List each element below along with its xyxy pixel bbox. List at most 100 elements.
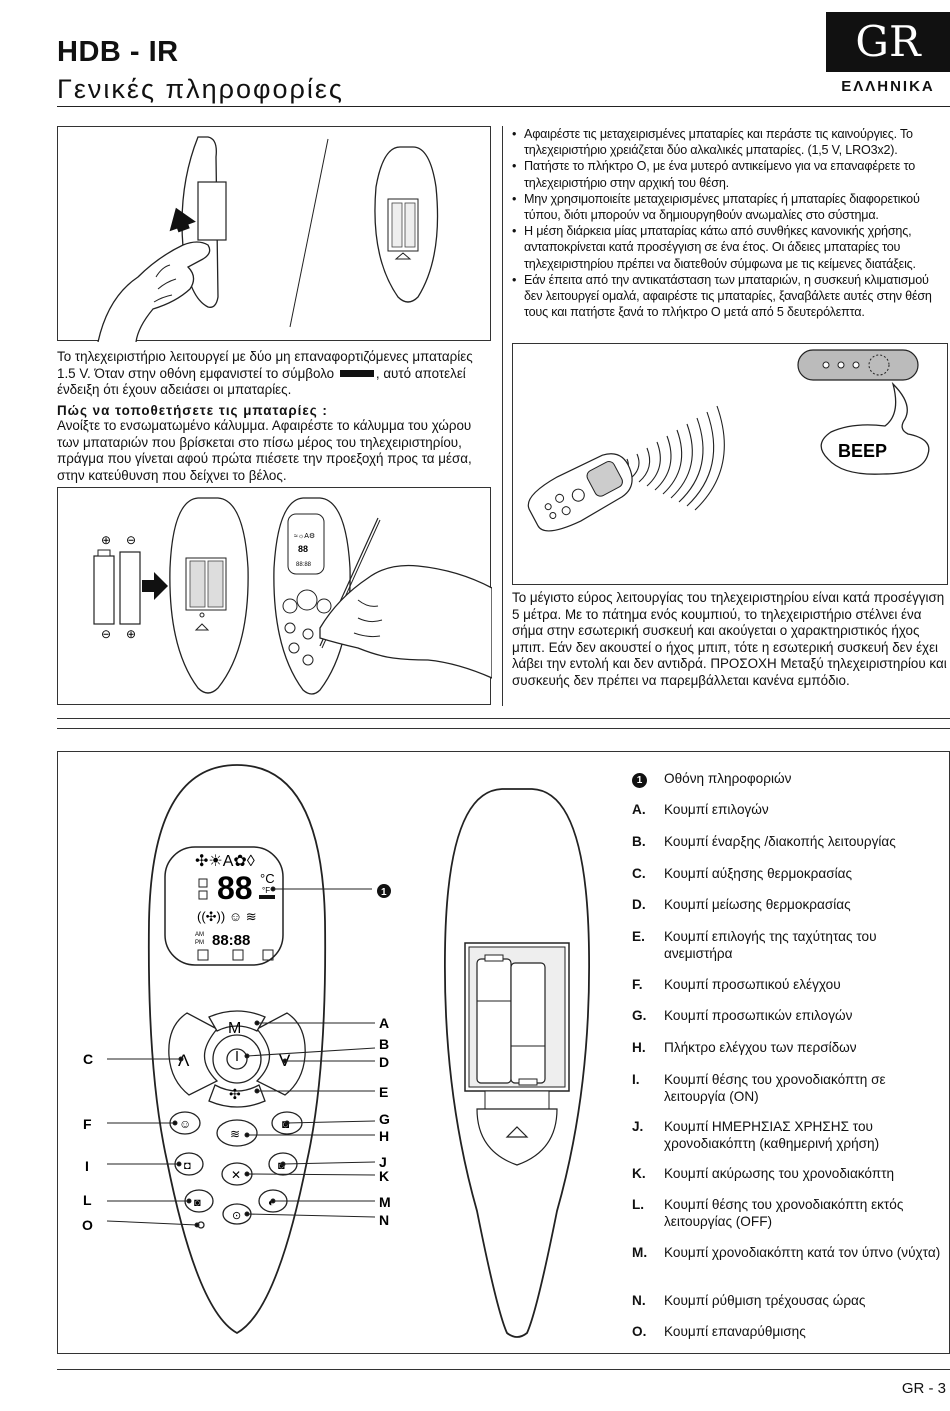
list-item: Πατήστε το πλήκτρο O, με ένα μυτερό αντι… (512, 158, 948, 190)
svg-text:☺: ☺ (179, 1117, 191, 1131)
display-clock: 88:88 (212, 932, 250, 949)
range-text: Το μέγιστο εύρος λειτουργίας του τηλεχει… (512, 590, 947, 688)
legend-key: E. (632, 929, 645, 944)
legend-key: G. (632, 1008, 647, 1023)
document-subtitle: Γενικές πληροφορίες (57, 74, 344, 104)
remote-signal-illustration: BEEP (527, 349, 930, 532)
battery-instructions-list: Αφαιρέστε τις μεταχειρισμένες μπαταρίες … (512, 126, 948, 320)
list-item: Αφαιρέστε τις μεταχειρισμένες μπαταρίες … (512, 126, 948, 158)
callout-l: L (83, 1192, 92, 1208)
language-name: ΕΛΛΗΝΙΚΑ (841, 78, 935, 95)
battery-info-text-end: , αυτό αποτελεί ένδειξη ότι έχουν αδειάσ… (57, 365, 466, 398)
illustration-open-cover (57, 126, 491, 343)
svg-text:88:88: 88:88 (296, 562, 312, 568)
svg-text:✣: ✣ (229, 1086, 241, 1102)
language-code: GR (826, 12, 950, 72)
callout-j: J (379, 1154, 387, 1170)
legend-text: Οθόνη πληροφοριών (664, 771, 792, 786)
legend-row: I. Κουμπί θέσης του χρονοδιακόπτη σε λει… (632, 1071, 944, 1105)
install-heading: Πώς να τοποθετήσετε τις μπαταρίες : (57, 403, 328, 418)
svg-text:◙: ◙ (194, 1197, 201, 1209)
legend-row: J. Κουμπί ΗΜΕΡΗΣΙΑΣ ΧΡΗΣΗΣ του χρονοδιακ… (632, 1118, 944, 1152)
legend-row: F. Κουμπί προσωπικού ελέγχου (632, 976, 944, 993)
svg-text:✣☀A✿◊: ✣☀A✿◊ (195, 853, 255, 870)
remote-front-diagram: ✣☀A✿◊ 88 °C °F ((✣)) ☺ ≋ AM PM 88:88 M Λ… (82, 764, 591, 1338)
legend-key: L. (632, 1197, 645, 1212)
legend-text: Κουμπί ΗΜΕΡΗΣΙΑΣ ΧΡΗΣΗΣ του χρονοδιακόπτ… (664, 1119, 880, 1151)
list-item: Η μέση διάρκεια μίας μπαταρίας κάτω από … (512, 223, 948, 272)
callout-k: K (379, 1168, 389, 1184)
display-pm: PM (195, 940, 204, 946)
battery-low-symbol (339, 370, 374, 378)
svg-text:⊕: ⊕ (101, 533, 111, 547)
legend-text: Κουμπί επαναρύθμισης (664, 1324, 806, 1339)
legend-key: K. (632, 1166, 646, 1181)
legend-row: K. Κουμπί ακύρωσης του χρονοδιακόπτη (632, 1165, 944, 1182)
legend-row: G. Κουμπί προσωπικών επιλογών (632, 1007, 944, 1024)
legend-row: O. Κουμπί επαναρύθμισης (632, 1323, 944, 1340)
legend-row: 1 Οθόνη πληροφοριών (632, 770, 944, 788)
svg-text:⊖: ⊖ (126, 533, 136, 547)
display-temp: 88 (217, 870, 253, 906)
legend-text: Κουμπί προσωπικού ελέγχου (664, 977, 841, 992)
svg-text:≋: ≋ (230, 1127, 240, 1141)
callout-m: M (379, 1194, 391, 1210)
callout-o: O (82, 1217, 93, 1233)
legend-row: C. Κουμπί αύξησης θερμοκρασίας (632, 865, 944, 882)
svg-text:⊙: ⊙ (232, 1210, 241, 1222)
illustration-insert-batteries: ⊕ ⊖ ⊖ ⊕ ≈☼A⚙ 88 88:88 (57, 487, 493, 705)
callout-f: F (83, 1116, 92, 1132)
language-badge: GR ΕΛΛΗΝΙΚΑ (826, 12, 950, 95)
legend-row: A. Κουμπί επιλογών (632, 801, 944, 818)
callout-a: A (379, 1015, 389, 1031)
legend-text: Κουμπί θέσης του χρονοδιακόπτη εκτός λει… (664, 1197, 904, 1229)
callout-h: H (379, 1128, 389, 1144)
section-rule-2 (57, 728, 950, 729)
page-number: GR - 3 (901, 1380, 946, 1397)
svg-text:≈☼A⚙: ≈☼A⚙ (294, 532, 315, 540)
display-unit-f: °F (262, 886, 270, 895)
callout-n: N (379, 1212, 389, 1228)
legend-key: N. (632, 1293, 646, 1308)
callout-b: B (379, 1036, 389, 1052)
svg-text:◘: ◘ (184, 1160, 191, 1172)
battery-info-paragraph: Το τηλεχειριστήριο λειτουργεί με δύο μη … (57, 349, 491, 399)
legend-row: M. Κουμπί χρονοδιακόπτη κατά τον ύπνο (ν… (632, 1244, 944, 1261)
legend-text: Κουμπί ακύρωσης του χρονοδιακόπτη (664, 1166, 895, 1181)
legend-key: I. (632, 1072, 640, 1087)
callout-g: G (379, 1111, 390, 1127)
list-item: Εάν έπειτα από την αντικατάσταση των μπα… (512, 272, 948, 321)
legend-text: Κουμπί επιλογών (664, 802, 769, 817)
svg-text:◐: ◐ (268, 1197, 275, 1209)
legend-row: L. Κουμπί θέσης του χρονοδιακόπτη εκτός … (632, 1196, 944, 1230)
install-text: Ανοίξτε το ενσωματωμένο κάλυμμα. Αφαιρέσ… (57, 418, 472, 483)
mode-button-label: M (228, 1020, 241, 1037)
callout-e: E (379, 1084, 388, 1100)
battery-info-text: Το τηλεχειριστήριο λειτουργεί με δύο μη … (57, 349, 473, 381)
legend-key: A. (632, 802, 646, 817)
svg-text:⊕: ⊕ (126, 627, 136, 641)
callout-c: C (83, 1051, 93, 1067)
legend-key: J. (632, 1119, 644, 1134)
legend-row: E. Κουμπί επιλογής της ταχύτητας του ανε… (632, 928, 944, 962)
legend-key: M. (632, 1245, 648, 1260)
illustration-remote-signal: BEEP (512, 343, 948, 585)
legend-key: D. (632, 897, 646, 912)
section-rule-1 (57, 718, 950, 719)
footer-rule (57, 1369, 950, 1370)
column-separator (502, 126, 503, 706)
legend-key: 1 (632, 773, 647, 788)
legend-text: Πλήκτρο ελέγχου των περσίδων (664, 1040, 857, 1055)
header-rule (57, 106, 950, 107)
legend-key: B. (632, 834, 646, 849)
legend-row: D. Κουμπί μείωσης θερμοκρασίας (632, 896, 944, 913)
legend-text: Κουμπί επιλογής της ταχύτητας του ανεμισ… (664, 929, 877, 961)
svg-text:88: 88 (298, 544, 308, 554)
display-unit-c: °C (260, 871, 275, 886)
legend-text: Κουμπί έναρξης /διακοπής λειτουργίας (664, 834, 896, 849)
legend-text: Κουμπί θέσης του χρονοδιακόπτη σε λειτου… (664, 1072, 886, 1104)
hand-opening-cover-illustration (97, 136, 439, 343)
legend-row: N. Κουμπί ρύθμιση τρέχουσας ώρας (632, 1292, 944, 1309)
legend-key: C. (632, 866, 646, 881)
svg-text:((✣)) ☺ ≋: ((✣)) ☺ ≋ (197, 909, 257, 924)
